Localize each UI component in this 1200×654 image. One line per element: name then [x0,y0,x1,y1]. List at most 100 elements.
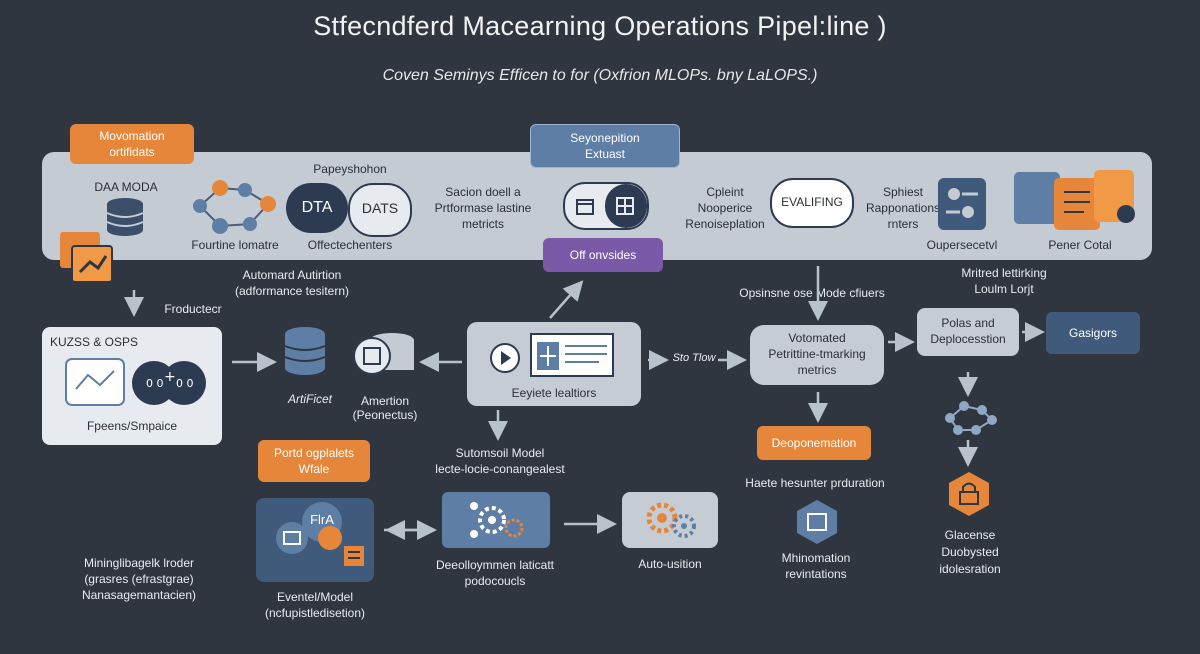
gasigors-box: Gasigors [1046,312,1140,354]
eventel-line-1: Eventel/Model [276,590,354,604]
cpleint-line-3: Renoiseplation [685,217,765,231]
svg-text:0 0: 0 0 [176,377,194,390]
votomated-pill: Votomated Petrittine-tmarking metrics [750,325,884,385]
mhinomation-line-2: revintations [785,567,847,581]
votomated-line-3: metrics [797,363,837,377]
cpleint-line-1: Cpleint [706,185,744,199]
development-line-2: podocoucls [464,574,526,588]
orange-chart-icon [60,232,113,283]
network-cluster-icon [945,401,997,435]
glacense-line-3: idolesration [939,562,1001,576]
extract-toggle [563,182,649,230]
page-title: Stfecndferd Macearning Operations Pipel:… [313,11,887,41]
mhinomation-line-1: Mhinomation [781,551,851,565]
arrow-up-center [549,280,584,319]
portd-line-2: Wfale [298,462,330,476]
leaderboard-card: Eeyiete lealtiors [467,322,641,406]
polas-card: Polas and Deplocesstion [917,308,1019,356]
mining-line-2: (grasres (efrastgrae) [84,572,194,586]
froductecr-label: Froductecr [164,302,222,316]
fourtine-label: Fourtine lomatre [191,238,279,252]
sutomsoil-line-2: lecte-locie-conangealest [435,462,565,476]
network-nodes-icon [193,180,276,234]
svg-text:0 0: 0 0 [146,377,164,390]
data-moda-label: DAA MODA [94,180,158,194]
monitor-play-icon [490,333,614,377]
off-onvsides-button[interactable]: Off onvsides [543,238,663,272]
glacense-line-1: Glacense [944,528,996,542]
kuzss-card: KUZSS & OSPS 0 0 0 0 + Fpeens/Smpaice [42,327,222,445]
eeyiete-label: Eeyiete lealtiors [511,386,597,400]
officter-label: Offectechenters [307,238,393,252]
opsinsne-label: Opsinsne ose Mode cfiuers [739,286,885,300]
evalifing-bubble: EVALIFING [770,178,854,228]
automard-line-1: Automard Autirtion [242,268,342,282]
fpeens-label: Fpeens/Smpaice [86,419,178,433]
documents-icon [1014,170,1135,230]
sacion-line-2: Prtformase lastine [434,201,532,215]
amertion-line-2: (Peonectus) [352,408,418,422]
gears-icon [646,502,696,538]
polas-line-2: Deplocesstion [930,332,1006,346]
paper-label: Papeyshohon [313,162,387,176]
sphiest-line-1: Sphiest [882,185,924,199]
auto-usition-label: Auto-usition [638,557,702,571]
sacion-line-3: metricts [462,217,504,231]
sacion-line-1: Sacion doell a [445,185,521,199]
callout-line-2: ortifidats [109,145,155,159]
deoponemation-text: Deoponemation [771,436,857,450]
portd-callout: Portd ogplalets Wfale [258,440,370,482]
dats-circle: DATS [348,183,412,237]
artifect-label: ArtiFicet [287,392,332,406]
votomated-line-2: Petrittine-tmarking [768,347,866,361]
gears-network-icon [470,502,524,538]
grid-icon [616,197,634,215]
sutomsoil-line-1: Sutomsoil Model [455,446,545,460]
callout-automation-artifacts: Movomation ortifidats [70,124,194,164]
off-button-label: Off onvsides [569,248,637,262]
fira-text: FlrA [310,512,334,527]
votomated-line-1: Votomated [788,331,846,345]
callout-line-1: Movomation [99,129,165,143]
kuzss-title: KUZSS & OSPS [50,335,139,349]
sphiest-line-2: Rapponations [865,201,941,215]
glacense-line-2: Duobysted [941,545,999,559]
eventel-line-2: (ncfupistledisetion) [264,606,366,620]
settings-panel-icon [938,178,986,230]
pener-cotal-label: Pener Cotal [1048,238,1112,252]
mitred-line-2: Loulm Lorjt [974,282,1034,296]
box-icon [576,199,594,215]
database-icon [106,198,144,236]
callout-line-2: Extuast [584,147,626,161]
oupersecetvl-label: Oupersecetvl [926,238,998,252]
page-subtitle: Coven Seminys Efficen to for (Oxfrion ML… [382,67,818,84]
cpleint-line-2: Nooperice [697,201,753,215]
model-graph-icon: 0 0 0 0 + [65,358,206,406]
stoflow-label: Sto Tlow [672,352,716,364]
evalifing-text: EVALIFING [781,195,843,209]
portd-line-1: Portd ogplalets [273,446,355,460]
sphiest-line-3: rnters [887,217,919,231]
fira-app-card: FlrA [256,498,374,582]
dta-text: DTA [301,199,333,216]
mining-line-1: Mininglibagelk lroder [83,556,195,570]
mitred-line-1: Mritred lettirking [961,266,1047,280]
dta-circle: DTA [286,183,348,233]
polas-line-1: Polas and [941,316,995,330]
automard-line-2: (adformance tesitern) [234,284,350,298]
dats-text: DATS [361,200,399,216]
amertion-package-icon [353,333,414,375]
development-box [442,492,550,548]
gasigors-text: Gasigors [1068,326,1118,340]
callout-line-1: Seyonepition [570,131,640,145]
mining-line-3: Nanasagemantacien) [81,588,197,602]
auto-usition-box [622,492,718,548]
haete-label: Haete hesunter prduration [745,476,885,490]
hex-box-icon [797,500,837,544]
app-icons [276,522,364,566]
svg-text:+: + [164,369,176,385]
lock-hex-icon [949,472,989,516]
development-line-1: Deeolloymmen laticatt [435,558,555,572]
callout-extract: Seyonepition Extuast [530,124,680,168]
